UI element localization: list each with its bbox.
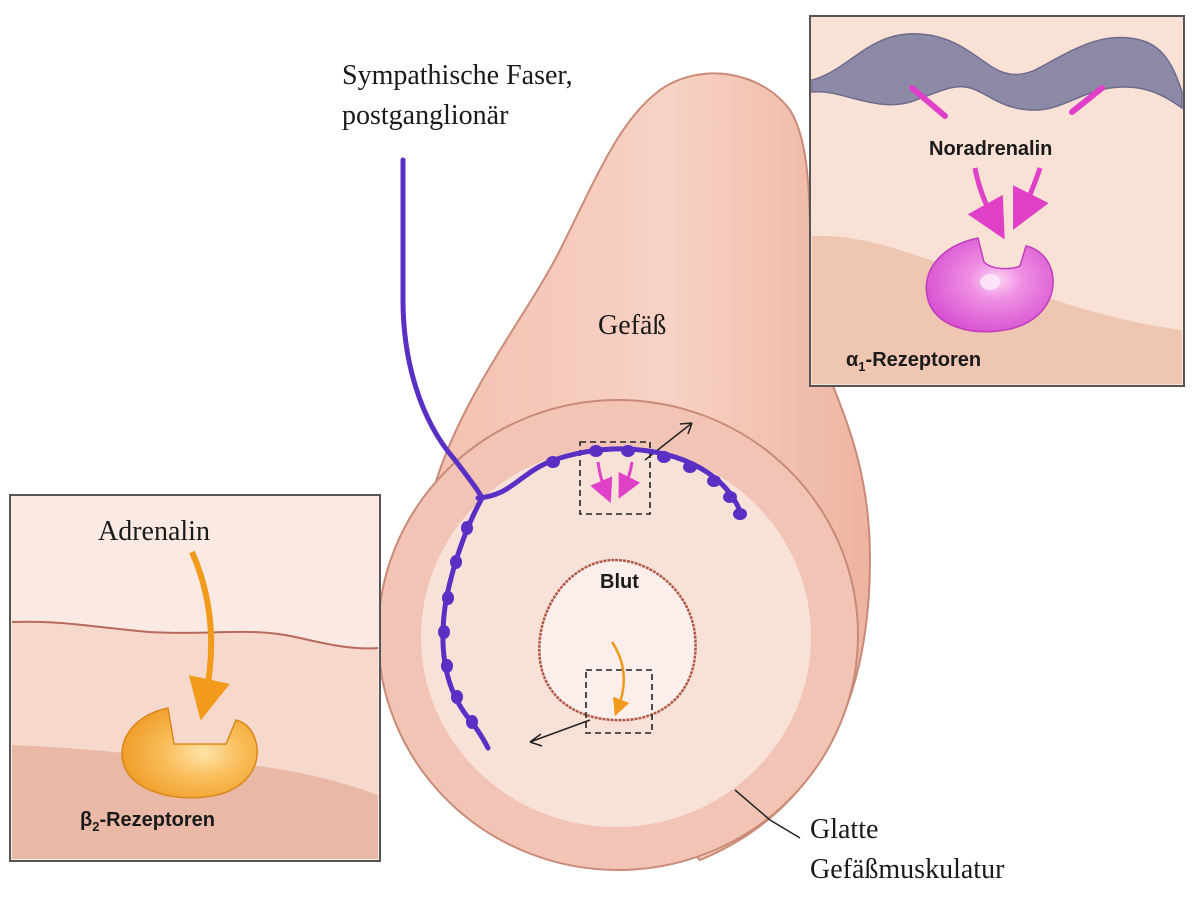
noradrenalin-label: Noradrenalin bbox=[929, 138, 1052, 160]
alpha1-symbol: α bbox=[846, 349, 859, 371]
varicosity bbox=[466, 715, 478, 729]
fiber-label-line2: postganglionär bbox=[342, 100, 509, 131]
adrenalin-diffusion-arrow bbox=[610, 641, 630, 717]
varicosity bbox=[450, 555, 462, 569]
noradrenalin-arrow-right bbox=[1013, 167, 1049, 230]
noradrenalin-release-arrow-1 bbox=[590, 461, 613, 504]
noradrenalin-release-arrow-2 bbox=[618, 461, 641, 499]
varicosity bbox=[621, 445, 635, 457]
varicosity bbox=[451, 690, 463, 704]
beta-inset-tissue bbox=[12, 745, 378, 859]
sympathetic-fiber bbox=[400, 157, 747, 751]
alpha1-subscript: 1 bbox=[858, 359, 865, 374]
muscle-label-pointer bbox=[734, 789, 801, 839]
varicosity bbox=[723, 491, 737, 503]
alpha1-receptor-highlight bbox=[980, 274, 1000, 290]
varicosity bbox=[589, 445, 603, 457]
nerve-varicosities bbox=[438, 445, 747, 729]
nerve-branch-lower bbox=[440, 495, 491, 751]
vessel-lumen bbox=[538, 558, 697, 722]
arrow-to-beta-inset bbox=[529, 719, 591, 743]
varicosity bbox=[683, 461, 697, 473]
varicosity bbox=[461, 521, 473, 535]
varicosity bbox=[441, 659, 453, 673]
varicosity bbox=[442, 591, 454, 605]
varicosity bbox=[438, 625, 450, 639]
arrow-to-alpha-inset-head bbox=[679, 422, 693, 435]
alpha1-label-text: -Rezeptoren bbox=[866, 349, 982, 371]
zoom-box-alpha bbox=[579, 441, 651, 515]
zoom-box-beta bbox=[585, 669, 653, 734]
noradrenalin-arrow-left bbox=[967, 167, 1005, 240]
beta2-label-text: -Rezeptoren bbox=[99, 809, 215, 831]
adrenalin-label: Adrenalin bbox=[98, 516, 210, 547]
muscle-label-line2: Gefäßmuskulatur bbox=[810, 854, 1005, 885]
beta2-receptor bbox=[121, 707, 258, 799]
blood-label: Blut bbox=[600, 571, 639, 593]
release-site-left bbox=[909, 85, 948, 119]
alpha1-receptor-label: α1-Rezeptoren bbox=[846, 349, 981, 374]
beta2-symbol: β bbox=[80, 809, 92, 831]
fiber-label-line1: Sympathische Faser, bbox=[342, 60, 573, 91]
nerve-axon bbox=[400, 157, 485, 501]
adrenalin-arrow bbox=[188, 550, 230, 721]
alpha-receptor-inset: Noradrenalin α1-Rezeptoren bbox=[809, 15, 1185, 387]
muscle-label-line1: Glatte bbox=[810, 814, 878, 845]
beta2-subscript: 2 bbox=[92, 819, 99, 834]
varicosity bbox=[707, 475, 721, 487]
varicosity bbox=[657, 451, 671, 463]
blood-vessel bbox=[377, 72, 872, 871]
beta2-receptor-label: β2-Rezeptoren bbox=[80, 809, 215, 834]
release-site-right bbox=[1069, 85, 1105, 115]
varicosity bbox=[733, 508, 747, 520]
vessel-label: Gefäß bbox=[598, 310, 666, 341]
arrow-to-beta-inset-head bbox=[529, 733, 543, 747]
varicosity bbox=[546, 456, 560, 468]
beta-receptor-inset: Adrenalin β2-Rezeptoren bbox=[9, 494, 381, 862]
